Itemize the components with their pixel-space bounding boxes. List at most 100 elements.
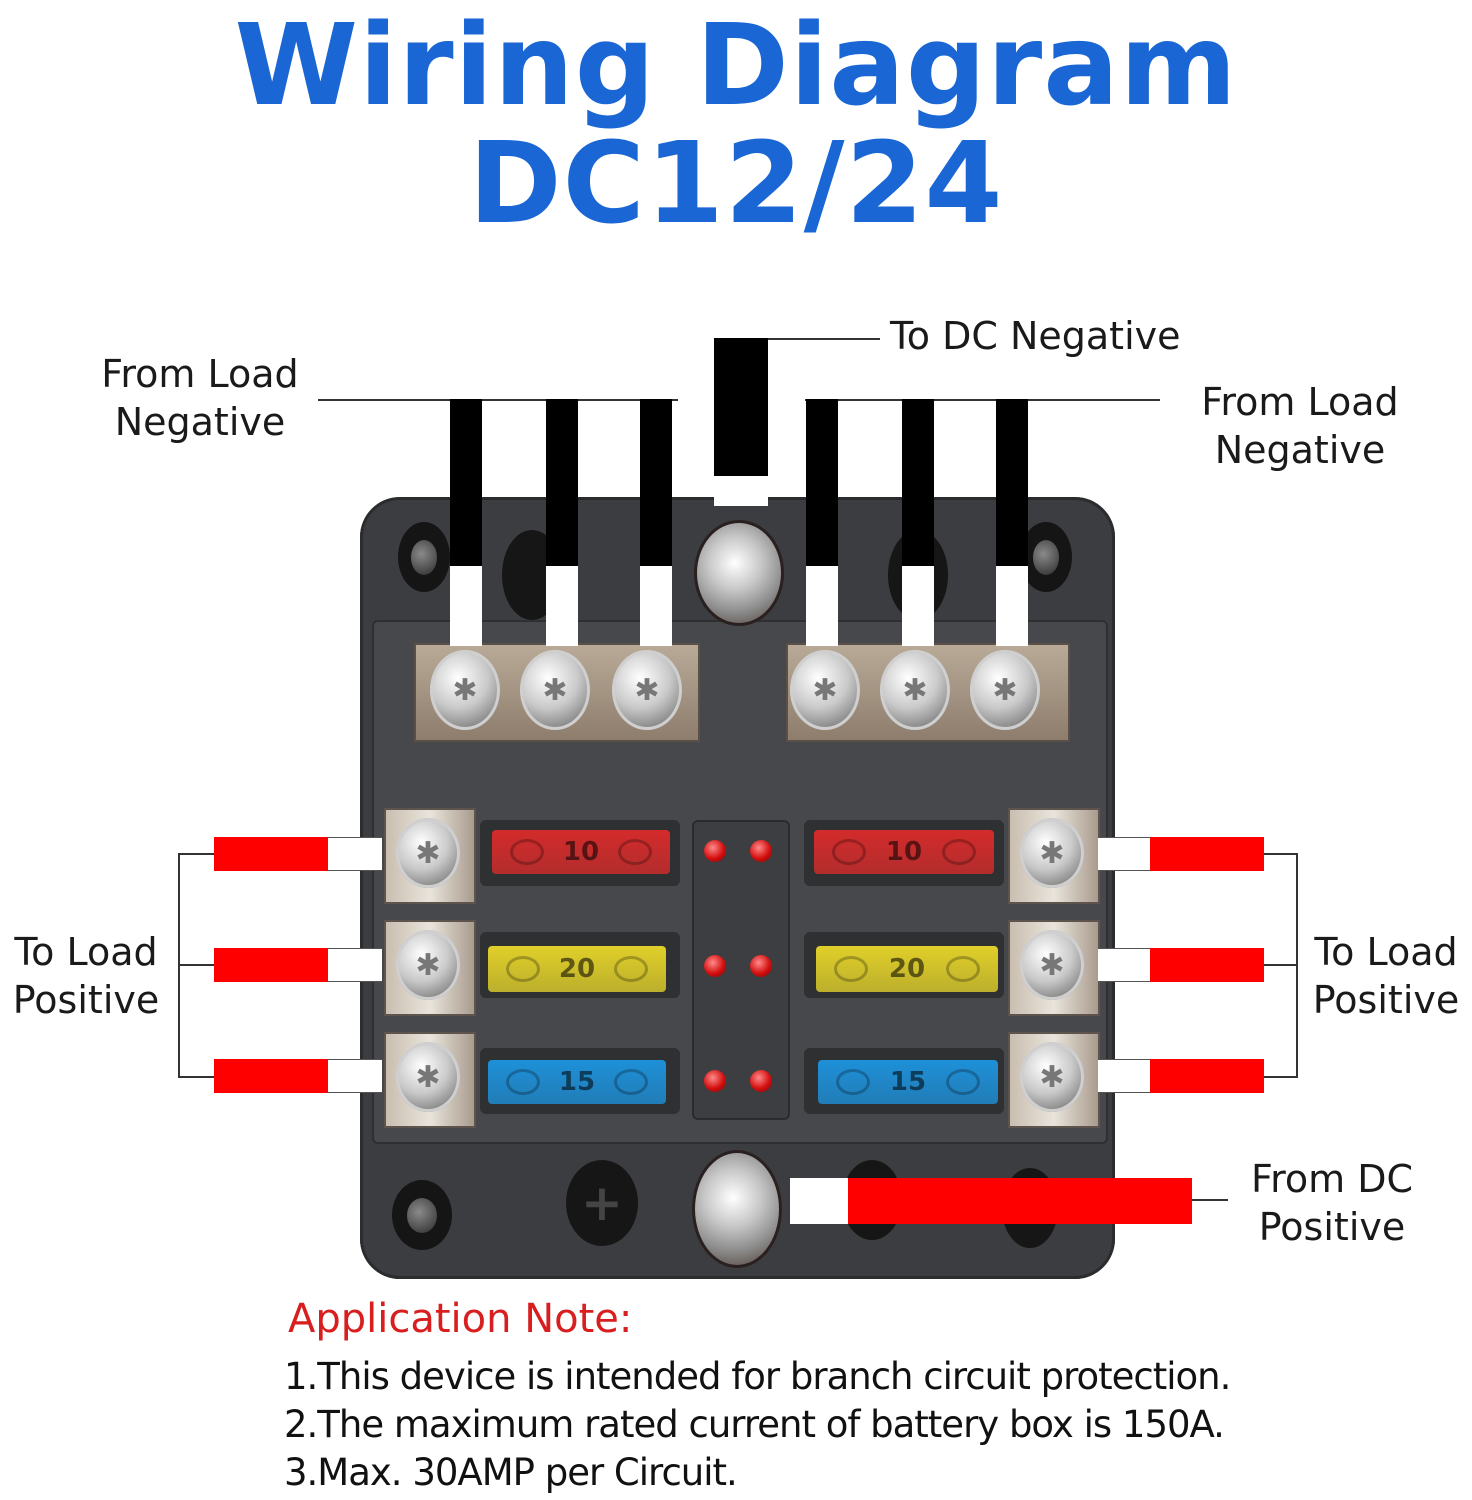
mounting-hole-top-left <box>398 522 450 592</box>
application-note-heading: Application Note: <box>288 1296 633 1342</box>
label-line: From Load <box>1201 380 1399 424</box>
mounting-hole-bottom-left <box>392 1180 452 1250</box>
label-line: To Load <box>14 930 158 974</box>
indicator-led <box>704 955 726 977</box>
wire-load-negative-end <box>640 566 672 646</box>
wire-dc-positive-end <box>790 1178 848 1224</box>
bracket-left-tick <box>178 1076 214 1078</box>
bracket-left-tick <box>178 853 214 855</box>
fuse-pin <box>946 1069 980 1095</box>
application-note-item-1: 1.This device is intended for branch cir… <box>284 1355 1231 1398</box>
leader-line-load-negative-left <box>318 399 678 401</box>
fuse-right-1[interactable]: 10 <box>814 830 994 874</box>
fuse-rating: 10 <box>885 837 923 867</box>
fuse-left-3[interactable]: 15 <box>488 1060 666 1104</box>
leader-line-dc-positive <box>1192 1199 1228 1201</box>
fuse-rating: 15 <box>889 1067 927 1097</box>
fuse-pin <box>506 1069 540 1095</box>
negative-screw <box>520 650 590 730</box>
bracket-right-tick <box>1262 1076 1298 1078</box>
fuse-pin <box>834 956 868 982</box>
wire-load-positive-end <box>1098 948 1150 982</box>
negative-screw <box>430 650 500 730</box>
wire-dc-positive <box>848 1178 1192 1224</box>
label-line: From Load <box>101 352 299 396</box>
indicator-led <box>704 1070 726 1092</box>
leader-line-dc-negative <box>768 338 880 340</box>
wire-load-negative <box>902 399 934 567</box>
wire-load-positive <box>1150 948 1264 982</box>
fuse-pin <box>614 956 648 982</box>
fuse-pin <box>942 839 976 865</box>
label-line: Positive <box>1258 1205 1406 1249</box>
wire-load-positive <box>214 1059 328 1093</box>
terminal-screw <box>1020 930 1084 1000</box>
wire-load-positive-end <box>328 837 382 871</box>
label-from-load-negative-left: From Load Negative <box>70 350 330 446</box>
wire-dc-negative-end <box>714 476 768 506</box>
fuse-pin <box>614 1069 648 1095</box>
fuse-pin <box>506 956 540 982</box>
label-from-dc-positive: From DC Positive <box>1232 1155 1432 1251</box>
terminal-screw <box>1020 1042 1084 1112</box>
leader-line-load-negative-right <box>805 399 1160 401</box>
label-line: Positive <box>12 978 160 1022</box>
wire-load-negative-end <box>806 566 838 646</box>
fuse-pin <box>832 839 866 865</box>
wire-load-negative <box>546 399 578 567</box>
positive-stud <box>692 1150 782 1268</box>
label-to-dc-negative: To DC Negative <box>890 314 1181 358</box>
positive-symbol-icon: + <box>566 1160 638 1246</box>
negative-stud <box>694 520 784 626</box>
wire-load-negative <box>996 399 1028 567</box>
fuse-rating: 15 <box>558 1067 596 1097</box>
terminal-screw <box>396 930 460 1000</box>
label-line: To Load <box>1314 930 1458 974</box>
terminal-screw <box>396 818 460 888</box>
fuse-rating: 20 <box>888 954 926 984</box>
wire-load-negative <box>640 399 672 567</box>
indicator-led <box>704 840 726 862</box>
wire-load-negative-end <box>996 566 1028 646</box>
label-from-load-negative-right: From Load Negative <box>1170 378 1430 474</box>
fuse-left-2[interactable]: 20 <box>488 946 666 992</box>
mounting-hole-top-right <box>1020 522 1072 592</box>
wire-load-positive <box>1150 837 1264 871</box>
wire-load-positive-end <box>328 1059 382 1093</box>
wire-load-negative-end <box>902 566 934 646</box>
indicator-led <box>750 955 772 977</box>
wire-load-negative <box>450 399 482 567</box>
title-line-2: DC12/24 <box>468 119 1004 249</box>
application-note-item-2: 2.The maximum rated current of battery b… <box>284 1403 1225 1446</box>
label-line: Negative <box>1214 428 1386 472</box>
fuse-pin <box>836 1069 870 1095</box>
bracket-left-tick <box>178 964 214 966</box>
label-to-load-positive-right: To Load Positive <box>1300 928 1472 1024</box>
fuse-right-3[interactable]: 15 <box>818 1060 998 1104</box>
terminal-screw <box>1020 818 1084 888</box>
terminal-screw <box>396 1042 460 1112</box>
indicator-led <box>750 840 772 862</box>
wire-load-negative-end <box>450 566 482 646</box>
fuse-left-1[interactable]: 10 <box>492 830 670 874</box>
wire-load-negative <box>806 399 838 567</box>
negative-screw <box>880 650 950 730</box>
negative-screw <box>790 650 860 730</box>
fuse-rating: 20 <box>558 954 596 984</box>
fuse-pin <box>510 839 544 865</box>
title-line-1: Wiring Diagram <box>234 1 1238 131</box>
label-line: Negative <box>114 400 286 444</box>
wire-load-positive-end <box>1098 1059 1150 1093</box>
wire-load-positive-end <box>1098 837 1150 871</box>
wire-load-negative-end <box>546 566 578 646</box>
fuse-right-2[interactable]: 20 <box>816 946 998 992</box>
label-line: Positive <box>1312 978 1460 1022</box>
negative-screw <box>970 650 1040 730</box>
fuse-pin <box>946 956 980 982</box>
label-to-load-positive-left: To Load Positive <box>0 928 172 1024</box>
indicator-led <box>750 1070 772 1092</box>
wire-load-positive <box>1150 1059 1264 1093</box>
bracket-right-tick <box>1262 964 1298 966</box>
negative-screw <box>612 650 682 730</box>
label-line: From DC <box>1250 1157 1414 1201</box>
